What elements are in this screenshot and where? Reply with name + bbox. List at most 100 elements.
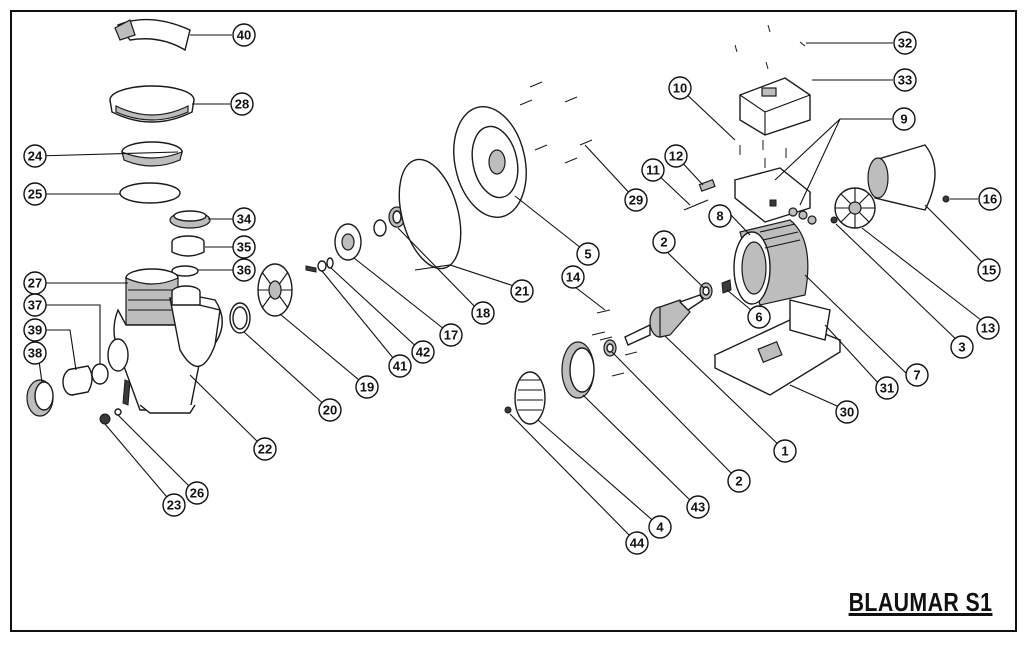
svg-text:7: 7 <box>913 368 920 383</box>
callout-2-upper: 2 <box>652 230 676 254</box>
callout-2-lower: 2 <box>727 469 751 493</box>
svg-text:22: 22 <box>258 442 272 457</box>
callout-30: 30 <box>835 400 859 424</box>
impeller-17 <box>334 223 362 261</box>
svg-text:23: 23 <box>167 498 181 513</box>
nut-34 <box>169 210 211 229</box>
callout-4: 4 <box>648 515 672 539</box>
nut-38 <box>26 379 54 417</box>
callout-36: 36 <box>232 258 256 282</box>
screw-44 <box>504 406 512 414</box>
o-ring-21 <box>398 158 462 270</box>
svg-text:43: 43 <box>691 500 705 515</box>
screw-16 <box>942 195 950 203</box>
callout-44: 44 <box>625 531 649 555</box>
screws-10 <box>739 140 787 168</box>
fan-guard-4 <box>514 371 546 425</box>
svg-text:17: 17 <box>444 328 458 343</box>
fan-cover-15 <box>867 144 936 211</box>
o-ring-25 <box>119 182 181 204</box>
svg-text:12: 12 <box>669 149 683 164</box>
clip-3 <box>830 216 838 224</box>
callout-8: 8 <box>708 204 732 228</box>
callout-31: 31 <box>875 376 899 400</box>
callout-17: 17 <box>439 323 463 347</box>
svg-text:42: 42 <box>416 345 430 360</box>
lid-ring-28 <box>109 85 195 123</box>
fan-13 <box>834 187 876 229</box>
svg-text:28: 28 <box>235 97 249 112</box>
callout-13: 13 <box>976 316 1000 340</box>
svg-text:1: 1 <box>781 444 788 459</box>
svg-text:32: 32 <box>898 36 912 51</box>
svg-text:2: 2 <box>660 235 667 250</box>
terminal-cover-33 <box>739 77 811 136</box>
callout-41: 41 <box>388 354 412 378</box>
base-support-31 <box>789 299 831 341</box>
svg-text:18: 18 <box>476 306 490 321</box>
svg-text:10: 10 <box>673 81 687 96</box>
svg-text:21: 21 <box>515 284 529 299</box>
o-ring-36 <box>171 265 199 277</box>
shaft-rotor-1 <box>624 294 704 346</box>
callout-16: 16 <box>978 187 1002 211</box>
svg-text:25: 25 <box>28 187 42 202</box>
svg-text:44: 44 <box>630 536 645 551</box>
svg-text:9: 9 <box>900 112 907 127</box>
svg-text:14: 14 <box>566 270 581 285</box>
svg-text:5: 5 <box>584 247 591 262</box>
svg-text:13: 13 <box>981 321 995 336</box>
svg-text:39: 39 <box>28 323 42 338</box>
svg-text:19: 19 <box>360 380 374 395</box>
callout-35: 35 <box>232 235 256 259</box>
callout-34: 34 <box>232 207 256 231</box>
svg-text:6: 6 <box>755 310 762 325</box>
svg-text:3: 3 <box>958 340 965 355</box>
svg-text:26: 26 <box>190 486 204 501</box>
callout-40: 40 <box>232 23 256 47</box>
callout-33: 33 <box>893 68 917 92</box>
callout-12: 12 <box>664 144 688 168</box>
callout-25: 25 <box>23 182 47 206</box>
svg-text:35: 35 <box>237 240 251 255</box>
callout-28: 28 <box>230 92 254 116</box>
svg-text:11: 11 <box>646 163 660 178</box>
capacitor-parts-9 <box>788 207 817 225</box>
svg-text:20: 20 <box>323 403 337 418</box>
seal-18a <box>373 219 387 237</box>
callout-20: 20 <box>318 398 342 422</box>
union-35 <box>171 235 205 257</box>
callout-15: 15 <box>977 258 1001 282</box>
lid-24 <box>121 141 183 167</box>
cable-11 <box>683 199 709 211</box>
svg-text:15: 15 <box>982 263 996 278</box>
callout-38: 38 <box>23 341 47 365</box>
bearing-2b <box>603 339 617 357</box>
o-ring-37 <box>91 363 109 385</box>
callout-32: 32 <box>893 31 917 55</box>
callout-26: 26 <box>185 481 209 505</box>
screws-29 <box>519 81 593 164</box>
svg-text:24: 24 <box>28 149 43 164</box>
svg-text:4: 4 <box>656 520 664 535</box>
callout-39: 39 <box>23 318 47 342</box>
svg-text:2: 2 <box>735 474 742 489</box>
o-ring-26 <box>114 408 122 416</box>
svg-text:16: 16 <box>983 192 997 207</box>
callout-5: 5 <box>576 242 600 266</box>
callout-29: 29 <box>624 188 648 212</box>
svg-text:29: 29 <box>629 193 643 208</box>
drain-plug-23 <box>99 413 111 425</box>
svg-text:31: 31 <box>880 381 894 396</box>
screws-14 <box>591 309 638 377</box>
drawing-frame <box>10 10 1017 632</box>
cable-gland-12 <box>698 179 716 192</box>
svg-text:37: 37 <box>28 298 42 313</box>
callout-6: 6 <box>747 305 771 329</box>
callout-24: 24 <box>23 144 47 168</box>
callout-21: 21 <box>510 279 534 303</box>
callout-19: 19 <box>355 375 379 399</box>
o-ring-20 <box>229 302 251 334</box>
strainer-basket-handle-40 <box>114 18 191 52</box>
